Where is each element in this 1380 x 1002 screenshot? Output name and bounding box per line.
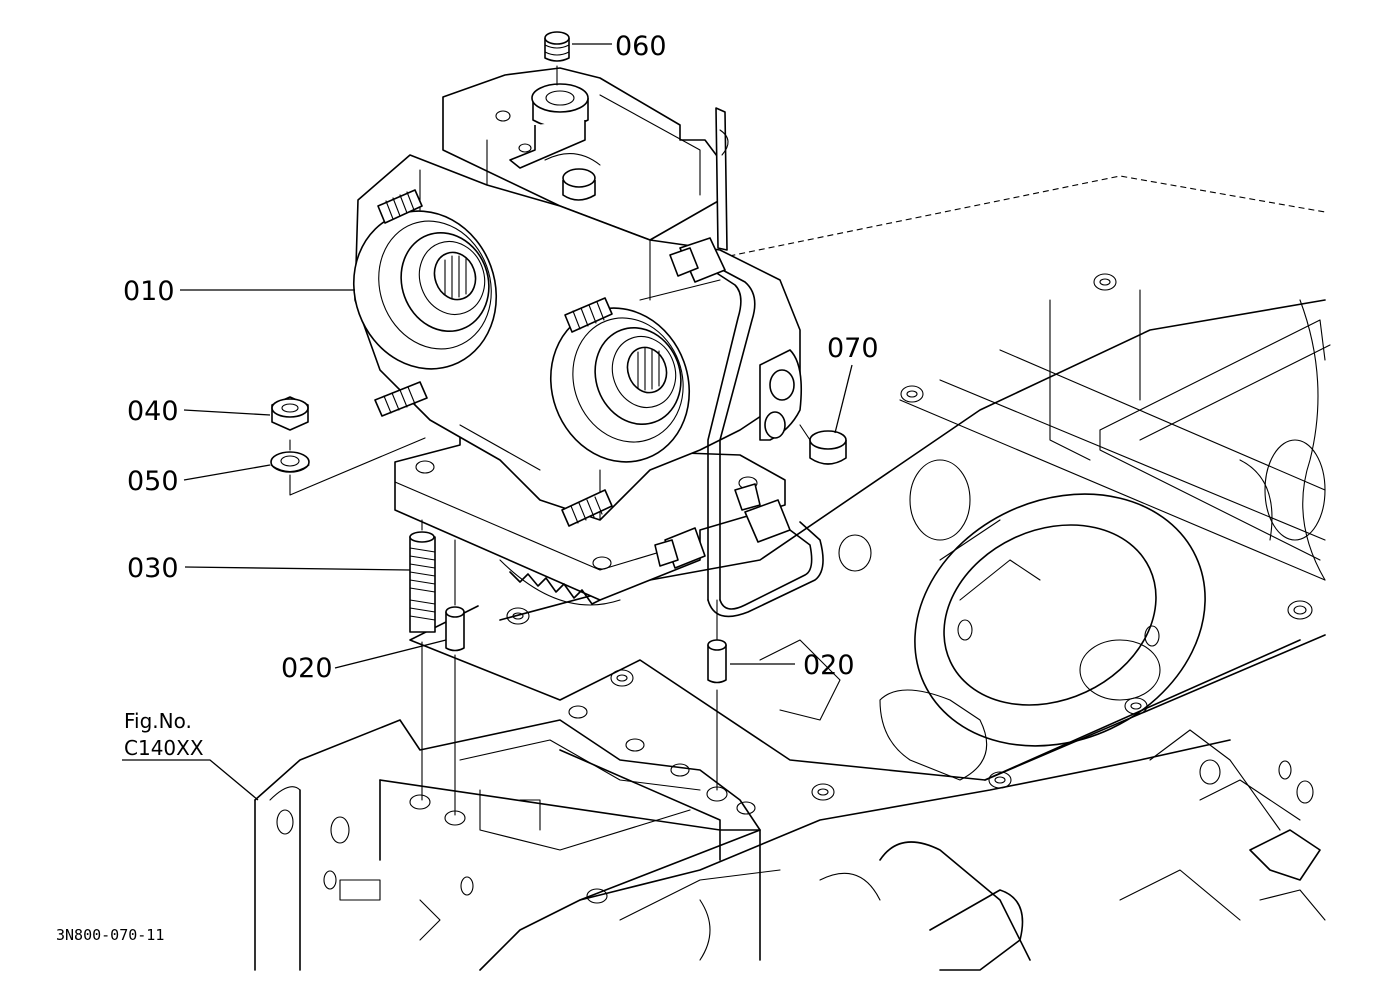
part-060-plug [544, 31, 570, 62]
figure-number-value: C140XX [124, 736, 204, 760]
hydraulic-pipe [654, 237, 824, 618]
valve-body-assembly [352, 67, 803, 527]
figure-number-label: Fig.No. [124, 709, 192, 733]
leader-lines [122, 43, 853, 801]
callout-020-left: 020 [281, 653, 333, 684]
callout-020-right: 020 [803, 650, 855, 681]
callout-030: 030 [127, 553, 179, 584]
callout-050: 050 [127, 466, 179, 497]
part-040-nut [271, 396, 309, 431]
callout-060: 060 [615, 31, 667, 62]
callout-010: 010 [123, 276, 175, 307]
callout-040: 040 [127, 396, 179, 427]
body-studs [374, 189, 613, 527]
transmission-case [254, 175, 1331, 971]
part-070-plug [809, 430, 847, 465]
part-030-stud [409, 531, 436, 633]
assembly-center-lines [289, 65, 811, 816]
case-bolt-holes [276, 273, 1314, 904]
part-050-washer [270, 451, 310, 473]
drawing-code: 3N800-070-11 [56, 926, 164, 944]
callout-070: 070 [827, 333, 879, 364]
